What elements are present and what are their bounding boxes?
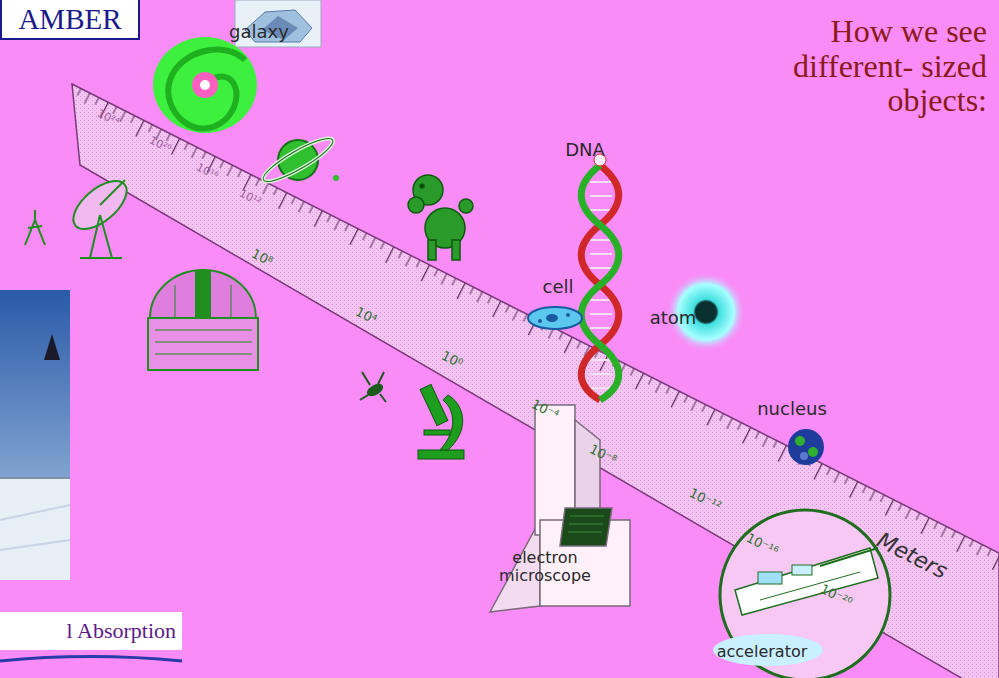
object-label: cell: [543, 277, 574, 297]
object-label: electron microscope: [490, 549, 600, 584]
galaxy-icon: [153, 37, 257, 133]
object-label: atom: [650, 308, 697, 328]
object-label: DNA: [565, 140, 605, 160]
planet-icon: [259, 132, 339, 188]
box-text: l Absorption: [67, 618, 176, 644]
nucleus-icon: [788, 429, 824, 465]
dog-icon: [408, 175, 473, 260]
accent-line: [0, 657, 182, 662]
object-label: nucleus: [757, 399, 827, 419]
caption-box: l Absorption: [0, 612, 182, 650]
box-text: AMBER: [18, 3, 121, 36]
dna-helix: [581, 154, 619, 400]
object-label: accelerator: [717, 643, 808, 661]
object-label: galaxy: [229, 22, 289, 42]
field-photo: [0, 290, 70, 580]
cell-icon: [528, 307, 582, 329]
title-text: How we see different- sized objects:: [785, 14, 987, 118]
fly-icon: [360, 372, 386, 402]
radio-telescope: [25, 172, 135, 258]
electron-microscope-icon: [490, 405, 630, 612]
microscope-icon: [418, 384, 464, 459]
meter-ruler: [63, 84, 999, 678]
title-box: AMBER: [0, 0, 140, 40]
observatory-icon: [148, 270, 258, 370]
accelerator-icon: [713, 510, 890, 678]
